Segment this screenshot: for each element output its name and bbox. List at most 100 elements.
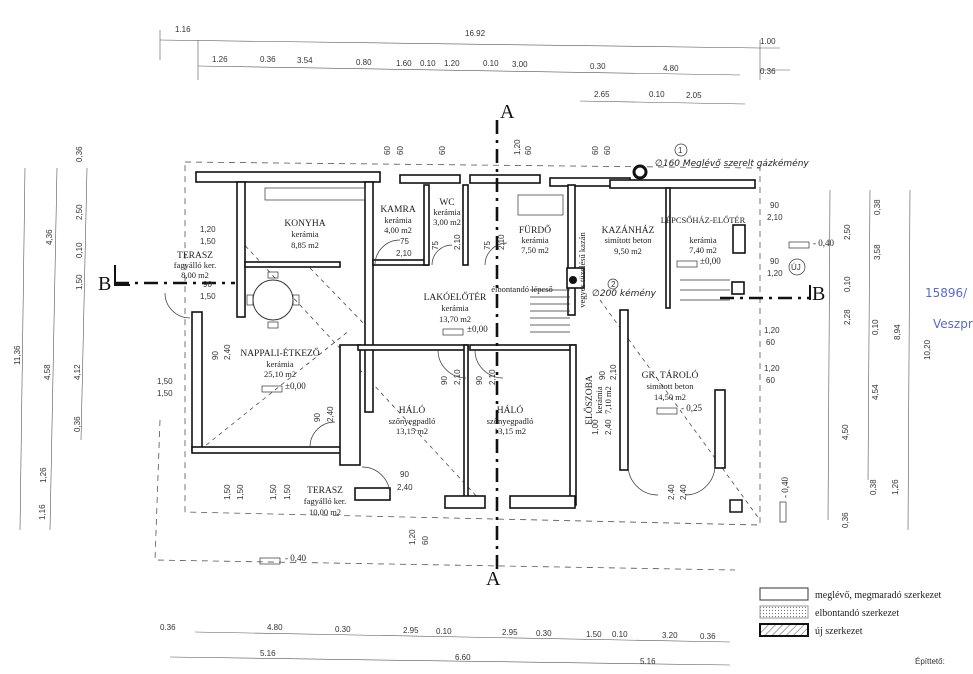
svg-text:2,10: 2,10 xyxy=(396,249,412,258)
svg-text:2,40: 2,40 xyxy=(679,484,688,500)
svg-text:1,50: 1,50 xyxy=(200,292,216,301)
svg-text:1,20: 1,20 xyxy=(408,529,417,545)
section-a-bottom-label: A xyxy=(486,568,501,590)
svg-text:0.30: 0.30 xyxy=(335,625,351,634)
legend-existing: meglévő, megmaradó szerkezet xyxy=(815,590,942,601)
kitchen-counter xyxy=(264,187,366,201)
svg-text:4,12: 4,12 xyxy=(73,364,82,380)
svg-text:simított beton: simított beton xyxy=(605,235,653,245)
svg-text:1,00: 1,00 xyxy=(591,419,600,435)
svg-text:60: 60 xyxy=(591,146,600,155)
new-marker: ÚJ xyxy=(791,263,801,272)
svg-text:2,40: 2,40 xyxy=(326,406,335,422)
svg-text:7,40 m2: 7,40 m2 xyxy=(689,245,717,255)
svg-text:2.95: 2.95 xyxy=(403,626,419,635)
svg-text:2.95: 2.95 xyxy=(502,628,518,637)
svg-text:16.92: 16.92 xyxy=(465,29,486,38)
svg-text:5.16: 5.16 xyxy=(640,657,656,666)
svg-text:60: 60 xyxy=(766,376,775,385)
legend-new: új szerkezet xyxy=(815,626,863,637)
svg-text:0.10: 0.10 xyxy=(612,630,628,639)
svg-text:60: 60 xyxy=(438,146,447,155)
svg-text:60: 60 xyxy=(396,146,405,155)
svg-text:1,50: 1,50 xyxy=(283,484,292,500)
svg-text:KONYHA: KONYHA xyxy=(284,219,325,229)
svg-text:60: 60 xyxy=(383,146,392,155)
svg-text:KAMRA: KAMRA xyxy=(380,205,416,215)
svg-text:±0,00: ±0,00 xyxy=(467,324,488,334)
svg-text:0.10: 0.10 xyxy=(483,59,499,68)
svg-text:0.80: 0.80 xyxy=(356,58,372,67)
svg-text:- 0,40: - 0,40 xyxy=(780,477,790,498)
svg-text:3,58: 3,58 xyxy=(873,244,882,260)
svg-text:1,50: 1,50 xyxy=(236,484,245,500)
svg-text:0,36: 0,36 xyxy=(841,512,850,528)
svg-text:0.30: 0.30 xyxy=(536,629,552,638)
svg-text:90: 90 xyxy=(440,376,449,385)
svg-text:2,40: 2,40 xyxy=(397,483,413,492)
svg-text:0,38: 0,38 xyxy=(873,199,882,215)
svg-text:1,26: 1,26 xyxy=(891,479,900,495)
svg-text:NAPPALI-ÉTKEZŐ: NAPPALI-ÉTKEZŐ xyxy=(240,347,319,359)
dimension-lines xyxy=(19,30,911,666)
svg-text:HÁLÓ: HÁLÓ xyxy=(497,404,524,416)
svg-text:0.36: 0.36 xyxy=(700,632,716,641)
svg-text:- 0,40: - 0,40 xyxy=(813,238,834,248)
svg-text:kerámia: kerámia xyxy=(433,207,461,217)
svg-text:1,20: 1,20 xyxy=(513,139,522,155)
svg-text:75: 75 xyxy=(483,241,492,250)
svg-text:2,10: 2,10 xyxy=(609,364,618,380)
svg-text:FÜRDŐ: FÜRDŐ xyxy=(519,224,551,236)
svg-text:3.54: 3.54 xyxy=(297,56,313,65)
svg-text:kerámia: kerámia xyxy=(291,229,319,239)
svg-text:kerámia: kerámia xyxy=(689,235,717,245)
svg-text:TERASZ: TERASZ xyxy=(177,251,213,261)
svg-text:WC: WC xyxy=(439,198,454,208)
svg-text:0,10: 0,10 xyxy=(75,242,84,258)
svg-text:0.10: 0.10 xyxy=(649,90,665,99)
svg-text:TERASZ: TERASZ xyxy=(307,486,343,496)
svg-text:60: 60 xyxy=(421,536,430,545)
svg-text:90: 90 xyxy=(203,280,212,289)
svg-text:LÉPCSŐHÁZ-ELŐTÉR: LÉPCSŐHÁZ-ELŐTÉR xyxy=(661,215,746,225)
svg-text:60: 60 xyxy=(766,338,775,347)
svg-text:13,15 m2: 13,15 m2 xyxy=(396,426,428,436)
svg-text:2,40: 2,40 xyxy=(604,419,613,435)
svg-text:1.50: 1.50 xyxy=(586,630,602,639)
svg-text:4,50: 4,50 xyxy=(841,424,850,440)
svg-text:fagyálló ker.: fagyálló ker. xyxy=(174,260,216,270)
svg-text:1,16: 1,16 xyxy=(38,504,47,520)
svg-text:0,10: 0,10 xyxy=(843,276,852,292)
svg-text:5.16: 5.16 xyxy=(260,649,276,658)
svg-text:1,20: 1,20 xyxy=(200,225,216,234)
bathtub xyxy=(517,194,564,216)
svg-text:2,40: 2,40 xyxy=(223,344,232,360)
svg-text:0.36: 0.36 xyxy=(160,623,176,632)
svg-text:7,50 m2: 7,50 m2 xyxy=(521,245,549,255)
svg-text:GK. TÁROLÓ: GK. TÁROLÓ xyxy=(642,369,699,381)
svg-text:10,20: 10,20 xyxy=(923,339,932,360)
svg-text:90: 90 xyxy=(313,413,322,422)
svg-text:4,00 m2: 4,00 m2 xyxy=(384,225,412,235)
svg-text:25,10 m2: 25,10 m2 xyxy=(264,369,296,379)
svg-text:13,70 m2: 13,70 m2 xyxy=(439,314,471,324)
svg-text:1,20: 1,20 xyxy=(767,269,783,278)
svg-text:0,38: 0,38 xyxy=(869,479,878,495)
legend: meglévő, megmaradó szerkezet elbontandó … xyxy=(759,587,945,666)
svg-text:0.30: 0.30 xyxy=(590,62,606,71)
demolish-stair-note: élbontandó lépcső xyxy=(491,284,553,294)
svg-text:2,10: 2,10 xyxy=(453,234,462,250)
door-swings xyxy=(164,239,716,496)
svg-text:1.16: 1.16 xyxy=(175,25,191,34)
marker-1: 1 xyxy=(678,146,683,155)
